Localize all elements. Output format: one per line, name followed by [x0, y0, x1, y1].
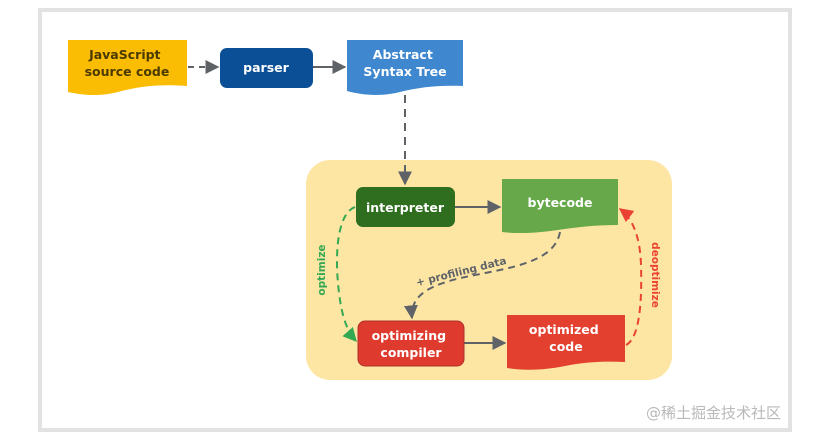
node-optimizing-compiler: optimizing compiler [357, 320, 465, 367]
node-bytecode: bytecode [502, 179, 618, 234]
parser-label: parser [243, 60, 289, 75]
svg-text:optimizing compiler: optimizing compiler [372, 328, 451, 360]
edge-optimize [336, 206, 357, 343]
node-js-source: JavaScript source code [68, 40, 187, 96]
edges [188, 60, 643, 350]
ast-line-2: Syntax Tree [363, 64, 446, 79]
edge-label-deoptimize: deoptimize [649, 242, 661, 308]
optimized-code-line-2: code [549, 339, 582, 354]
watermark: @稀土掘金技术社区 [646, 404, 782, 422]
node-parser: parser [220, 48, 313, 88]
ast-shape [347, 40, 463, 95]
edge-profiling-data [403, 231, 561, 320]
optimized-code-line-1: optimized [529, 322, 599, 337]
optimizing-compiler-line-2: compiler [380, 345, 442, 360]
node-ast: Abstract Syntax Tree [347, 40, 463, 95]
js-source-line-2: source code [85, 64, 170, 79]
parser-shape [220, 48, 313, 88]
ast-line-1: Abstract [373, 47, 433, 62]
optimizing-compiler-shape [357, 320, 465, 367]
optimizing-compiler-line-1: optimizing [372, 328, 447, 343]
svg-text:JavaScript source code: JavaScript source code [85, 47, 170, 79]
bytecode-shape [502, 179, 618, 234]
edge-label-optimize: optimize [316, 244, 328, 295]
node-interpreter: interpreter [356, 187, 455, 227]
interpreter-label: interpreter [366, 200, 445, 215]
edge-deoptimize [618, 208, 643, 346]
bytecode-label: bytecode [528, 195, 593, 210]
svg-text:optimized code: optimized code [529, 322, 603, 354]
node-optimized-code: optimized code [507, 315, 625, 370]
js-source-shape [68, 40, 187, 96]
svg-text:Abstract Syntax Tree: Abstract Syntax Tree [363, 47, 446, 79]
optimized-code-shape [507, 315, 625, 370]
js-source-line-1: JavaScript [88, 47, 160, 62]
interpreter-shape [356, 187, 455, 227]
